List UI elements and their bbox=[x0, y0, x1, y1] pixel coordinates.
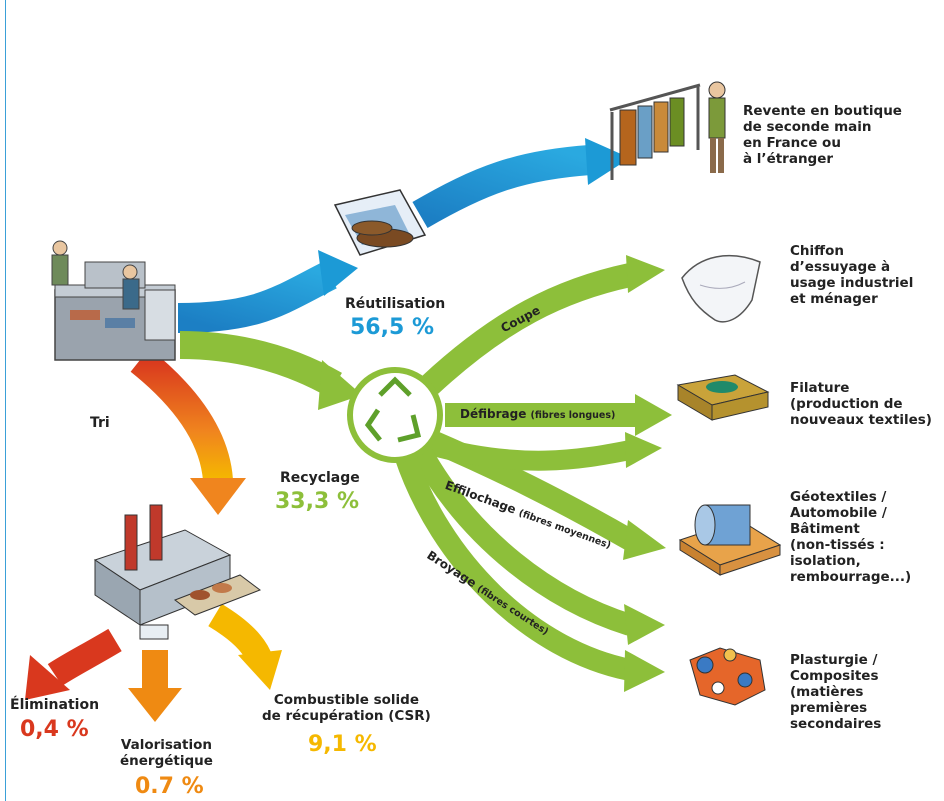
reutilisation-label: Réutilisation bbox=[345, 296, 446, 312]
folded-textile-icon bbox=[676, 374, 770, 421]
dest-geotextiles: Géotextiles / Automobile / Bâtiment (non… bbox=[790, 489, 912, 585]
csr-label: Combustible solide de récupération (CSR) bbox=[262, 692, 431, 724]
branch-defibrage-label: Défibrage bbox=[460, 407, 527, 421]
recyclage-label: Recyclage bbox=[280, 470, 360, 486]
recyclage-percent: 33,3 % bbox=[275, 489, 359, 514]
energy-arrow bbox=[130, 348, 246, 515]
tri-label: Tri bbox=[90, 415, 110, 431]
csr-percent: 9,1 % bbox=[308, 732, 377, 757]
rag-cloth-icon bbox=[681, 255, 761, 323]
clothes-shoes-icon bbox=[333, 189, 427, 256]
valorisation-label: Valorisation énergétique bbox=[120, 737, 213, 769]
insulation-roll-icon bbox=[678, 504, 782, 576]
recycle-arrow bbox=[179, 331, 362, 410]
energy-sub-arrows bbox=[25, 603, 282, 722]
dest-plasturgie: Plasturgie / Composites (matières premiè… bbox=[790, 652, 882, 732]
branch-defibrage: Défibrage (fibres longues) bbox=[460, 407, 615, 421]
reutilisation-percent: 56,5 % bbox=[350, 315, 434, 340]
dest-revente: Revente en boutique de seconde main en F… bbox=[743, 103, 902, 167]
sorting-station-icon bbox=[51, 240, 176, 361]
plastic-pellets-icon bbox=[689, 647, 766, 706]
elimination-percent: 0,4 % bbox=[20, 717, 89, 742]
branch-arrows bbox=[394, 255, 672, 692]
branch-defibrage-note: (fibres longues) bbox=[530, 410, 616, 421]
valorisation-percent: 0.7 % bbox=[135, 774, 204, 799]
left-margin-rule bbox=[5, 0, 6, 801]
dest-filature: Filature (production de nouveaux textile… bbox=[790, 380, 932, 428]
dest-chiffon: Chiffon d’essuyage à usage industriel et… bbox=[790, 243, 914, 307]
clothing-rack-icon bbox=[609, 81, 726, 180]
elimination-label: Élimination bbox=[10, 697, 100, 713]
reuse-arrow bbox=[177, 138, 630, 333]
recycle-icon bbox=[347, 367, 443, 463]
incineration-plant-icon bbox=[93, 504, 262, 640]
